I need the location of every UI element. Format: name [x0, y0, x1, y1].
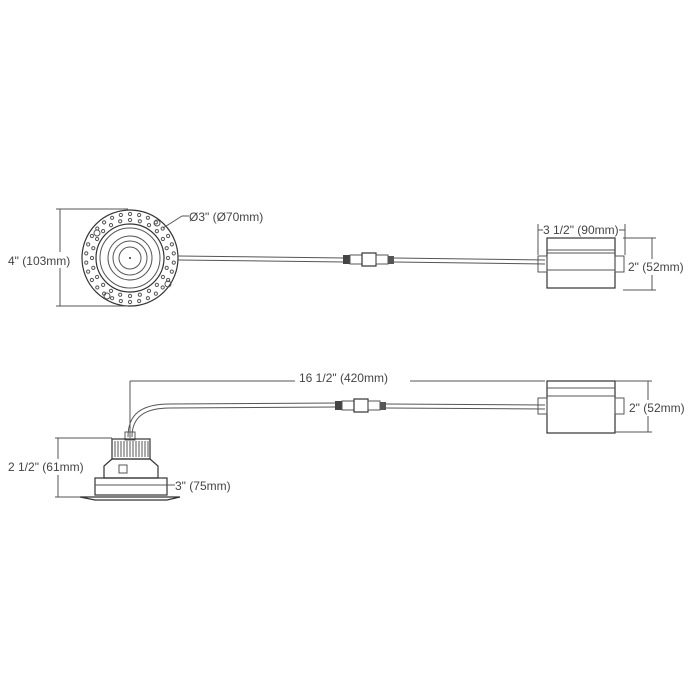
perforation-dot	[91, 265, 96, 270]
height-dimension-top: 4" (103mm)	[6, 208, 128, 307]
perforation-dot	[89, 233, 94, 239]
perforation-dot	[137, 298, 142, 304]
driver-top	[537, 237, 625, 289]
perforation-dot	[169, 242, 174, 247]
fixture-top	[81, 209, 179, 307]
perforation-dot	[118, 219, 123, 224]
perforation-dot	[164, 265, 169, 270]
perforation-dot	[160, 274, 166, 280]
driver-width-dimension: 3 1/2" (90mm)	[537, 223, 626, 255]
driver-height-dimension-top: 2" (52mm)	[623, 237, 687, 291]
cable-length-label: 16 1/2" (420mm)	[299, 371, 388, 385]
driver-height-label-top: 2" (52mm)	[628, 260, 684, 274]
perforation-dot	[165, 255, 171, 261]
fixture-height-dimension: 2 1/2" (61mm)	[6, 437, 112, 498]
perforation-dot	[127, 211, 133, 217]
trim-width-label: 3" (75mm)	[175, 479, 231, 493]
driver-width-label: 3 1/2" (90mm)	[543, 223, 619, 237]
fixture-side	[79, 431, 181, 501]
perforation-dot	[137, 212, 142, 218]
perforation-dot	[145, 215, 150, 220]
cable-length-dimension: 16 1/2" (420mm)	[129, 370, 545, 438]
perforation-dot	[101, 282, 106, 287]
perforation-dot	[137, 292, 142, 297]
perforation-dot	[166, 233, 171, 239]
diameter-label: Ø3" (Ø70mm)	[189, 210, 263, 224]
perforation-dot	[160, 226, 165, 231]
perforation-dot	[102, 220, 107, 225]
cable-side	[127, 398, 546, 438]
perforation-dot	[118, 292, 123, 297]
trim-width-dimension: 3" (75mm)	[95, 479, 231, 493]
perforation-dot	[89, 277, 94, 283]
perforation-dot	[164, 246, 169, 251]
perforation-dot	[94, 236, 100, 242]
driver-height-label-side: 2" (52mm)	[629, 401, 685, 415]
perforation-dot	[145, 296, 150, 301]
height-label-top: 4" (103mm)	[8, 254, 70, 268]
perforation-dot	[169, 269, 174, 274]
cable-top	[177, 252, 546, 267]
side-view: 16 1/2" (420mm) 2 1/2" (	[6, 370, 687, 501]
perforation-dot	[118, 212, 123, 218]
perforation-dot	[108, 222, 114, 228]
top-view: 4" (103mm) Ø3" (Ø70mm)	[6, 208, 687, 307]
perforation-dot	[127, 299, 133, 305]
perforation-dot	[89, 255, 95, 261]
perforation-dot	[95, 285, 100, 290]
perforation-dot	[118, 298, 123, 304]
perforation-dot	[146, 222, 152, 228]
perforation-dot	[171, 260, 176, 265]
perforation-dot	[91, 246, 96, 251]
perforation-dot	[154, 229, 159, 234]
fixture-height-label: 2 1/2" (61mm)	[8, 460, 84, 474]
perforation-dot	[86, 269, 91, 274]
perforation-dot	[127, 293, 133, 299]
perforation-dot	[86, 242, 91, 247]
perforation-dot	[108, 288, 114, 294]
perforation-dot	[110, 296, 115, 301]
perforation-dot	[153, 291, 158, 296]
perforation-dot	[84, 251, 89, 256]
driver-height-dimension-side: 2" (52mm)	[615, 380, 687, 433]
perforation-dot	[160, 236, 166, 242]
perforation-dot	[146, 288, 152, 294]
perforation-dot	[154, 282, 159, 287]
diameter-callout: Ø3" (Ø70mm)	[162, 210, 263, 229]
perforation-dot	[137, 219, 142, 224]
perforation-dot	[160, 285, 165, 290]
perforation-dot	[166, 277, 171, 283]
perforation-dot	[127, 217, 133, 223]
perforation-dot	[101, 229, 106, 234]
perforation-dot	[110, 215, 115, 220]
perforation-dot	[171, 251, 176, 256]
trim-perforations	[84, 211, 176, 305]
perforation-dot	[94, 274, 100, 280]
driver-side	[537, 380, 625, 434]
perforation-dot	[84, 260, 89, 265]
